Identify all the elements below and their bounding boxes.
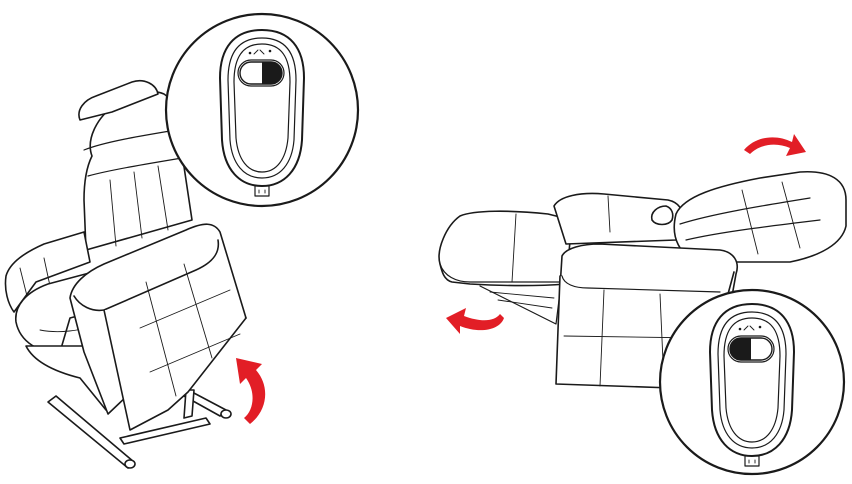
lift-remote-control (220, 30, 304, 196)
recline-remote-callout (660, 290, 844, 474)
recliner-footrest (439, 211, 572, 324)
footrest-arrow-icon (446, 308, 504, 334)
lift-up-arrow-icon (236, 358, 265, 424)
recline-back-arrow-icon (744, 134, 806, 156)
recline-remote-control (710, 304, 794, 466)
lift-remote-callout (166, 14, 358, 206)
